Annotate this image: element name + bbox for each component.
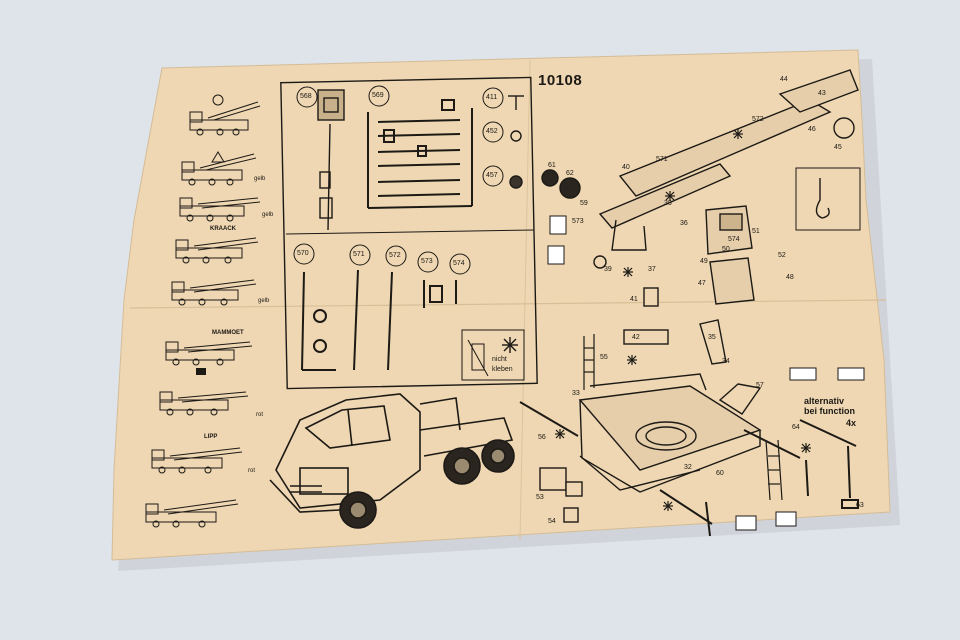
fold-line-vertical: [519, 59, 531, 541]
bottom-panel-parts: [301, 269, 457, 371]
small-parts-right: [508, 95, 524, 189]
version-color-2: gelb: [262, 212, 274, 218]
part-number-571: 571: [656, 156, 668, 163]
part-number-38: 38: [664, 200, 672, 207]
part-number-45: 45: [834, 144, 842, 151]
part-number-50: 50: [722, 246, 730, 253]
kit-number: 10108: [538, 72, 583, 89]
part-number-64: 64: [792, 424, 800, 431]
version-color-5: rot: [248, 468, 256, 474]
brand-mammoet: MAMMOET: [212, 330, 244, 336]
sprue-parts: [367, 99, 473, 209]
brand-lipp: LIPP: [204, 434, 218, 440]
parts-panel-divider: [285, 229, 535, 235]
panel-label-411: 411: [486, 94, 498, 101]
panel-label-573: 573: [421, 258, 433, 265]
part-number-40: 40: [622, 164, 630, 171]
part-number-33: 33: [572, 390, 580, 397]
alt-note-line-2: bei function: [804, 406, 855, 416]
part-number-59: 59: [580, 200, 588, 207]
panel-label-568: 568: [300, 93, 312, 100]
part-number-52: 52: [778, 252, 786, 259]
part-number-572: 572: [752, 116, 764, 123]
brand-kraack: KRAACK: [210, 226, 236, 232]
version-truck-5: [171, 279, 257, 306]
version-logos: [196, 94, 225, 375]
version-truck-4: [175, 237, 259, 264]
version-color-4: rot: [256, 412, 264, 418]
version-truck-8: [151, 447, 243, 474]
part-number-53: 53: [536, 494, 544, 501]
version-color-1: gelb: [254, 176, 266, 182]
fold-line-horizontal: [129, 299, 887, 309]
part-number-48: 48: [786, 274, 794, 281]
hook-icon: [815, 178, 830, 219]
part-number-35: 35: [708, 334, 716, 341]
version-color-3: gelb: [258, 298, 270, 304]
part-number-37: 37: [648, 266, 656, 273]
outriggers: [519, 401, 859, 537]
ladders: [583, 334, 783, 501]
part-number-47: 47: [698, 280, 706, 287]
part-number-32: 32: [684, 464, 692, 471]
panel-label-571: 571: [353, 251, 365, 258]
misc-parts: [539, 169, 762, 523]
part-number-60: 60: [716, 470, 724, 477]
version-truck-3: [179, 197, 261, 222]
version-truck-1: [189, 101, 261, 136]
panel-label-452: 452: [486, 128, 498, 135]
version-truck-7: [159, 391, 249, 416]
part-number-57: 57: [756, 382, 764, 389]
glue-marks: [555, 129, 811, 511]
hazard-stripes: [547, 215, 865, 531]
part-568: [317, 89, 345, 231]
panel-label-574: 574: [453, 260, 465, 267]
crane-cabin: [705, 205, 755, 305]
part-number-573: 573: [572, 218, 584, 225]
part-number-63: 63: [856, 502, 864, 509]
alt-note-line-3: 4x: [846, 418, 857, 428]
part-number-36: 36: [680, 220, 688, 227]
part-number-34: 34: [722, 358, 730, 365]
version-truck-2: [181, 153, 257, 186]
part-number-43: 43: [818, 90, 826, 97]
part-number-62: 62: [566, 170, 574, 177]
part-number-51: 51: [752, 228, 760, 235]
part-number-39: 39: [604, 266, 612, 273]
part-number-44: 44: [780, 76, 788, 83]
glue-note-line-2: kleben: [492, 366, 513, 373]
part-number-42: 42: [632, 334, 640, 341]
part-number-54: 54: [548, 518, 556, 525]
glue-note-box: [461, 329, 525, 381]
alt-note-line-1: alternativ: [804, 396, 845, 406]
panel-label-572: 572: [389, 252, 401, 259]
glue-note-line-1: nicht: [492, 356, 507, 363]
panel-label-570: 570: [297, 250, 309, 257]
glue-star-icon: [502, 337, 518, 353]
panel-label-569: 569: [372, 92, 384, 99]
version-truck-9: [145, 499, 239, 528]
part-number-56: 56: [538, 434, 546, 441]
part-number-41: 41: [630, 296, 638, 303]
glue-tube-icon: [467, 339, 489, 377]
part-number-61: 61: [548, 162, 556, 169]
panel-number-badges: [293, 85, 504, 275]
crane-platform: [578, 373, 762, 493]
version-truck-6: [165, 341, 253, 366]
version-column: [145, 101, 261, 528]
part-number-49: 49: [700, 258, 708, 265]
hook-detail-box: [795, 167, 861, 231]
truck-drawing: [269, 393, 515, 529]
panel-label-457: 457: [486, 172, 498, 179]
part-number-55: 55: [600, 354, 608, 361]
part-number-46: 46: [808, 126, 816, 133]
part-number-574: 574: [728, 236, 740, 243]
